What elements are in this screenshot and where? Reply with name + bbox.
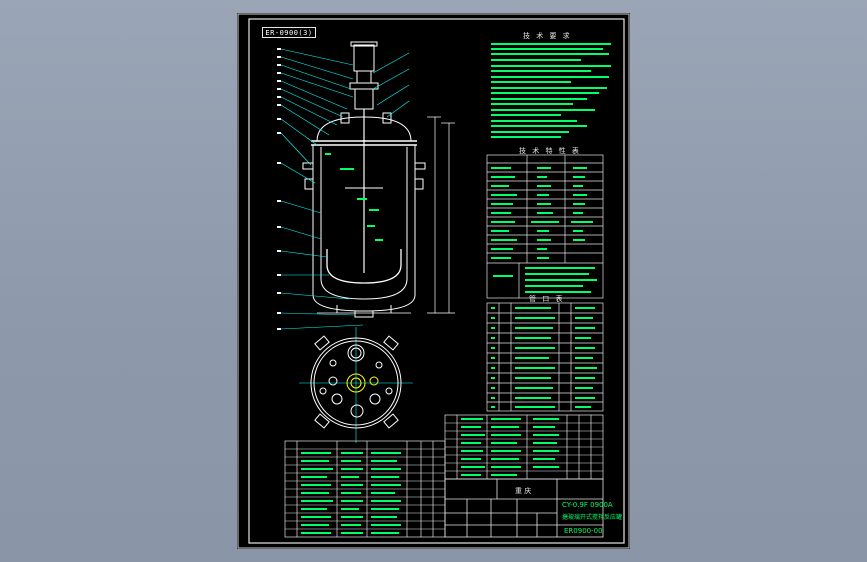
- vessel-elevation: [302, 41, 426, 318]
- title-block-description: 搪玻璃开式搅拌反应罐: [562, 514, 623, 521]
- spec-table-text: [491, 167, 597, 293]
- nozzle-table-text: [491, 307, 597, 408]
- bom-rows: [285, 422, 603, 530]
- bill-of-materials: [284, 414, 604, 538]
- bom-text: [301, 418, 559, 534]
- callout-numbers: [277, 48, 281, 330]
- title-block-frame: [444, 478, 604, 538]
- title-block-company: 重 庆: [515, 487, 532, 495]
- outer-frame: [237, 13, 630, 549]
- technical-requirements-title: 技 术 要 求: [523, 32, 572, 40]
- technical-notes: [491, 43, 611, 138]
- interior-callouts: [325, 153, 383, 241]
- dimension-lines: [427, 116, 455, 314]
- title-block-drawing-number: ER0900-00: [564, 527, 603, 535]
- spec-table: [486, 154, 604, 299]
- inner-frame: [248, 18, 625, 544]
- spec-table-title: 技 术 特 性 表: [519, 147, 581, 155]
- cad-drawing: [237, 13, 630, 549]
- leader-lines: [280, 48, 410, 330]
- nozzle-table: [486, 302, 604, 412]
- title-block-part-code: CY-0.9F 0900A: [562, 501, 613, 509]
- nozzle-table-title: 管 口 表: [529, 295, 565, 303]
- view-label-tag: ER-0900(3): [262, 27, 316, 38]
- plan-view: [299, 327, 413, 443]
- cad-drawing-sheet: ER-0900(3) 技 术 要 求 技 术 特 性 表 管 口 表 重 庆 C…: [237, 13, 630, 549]
